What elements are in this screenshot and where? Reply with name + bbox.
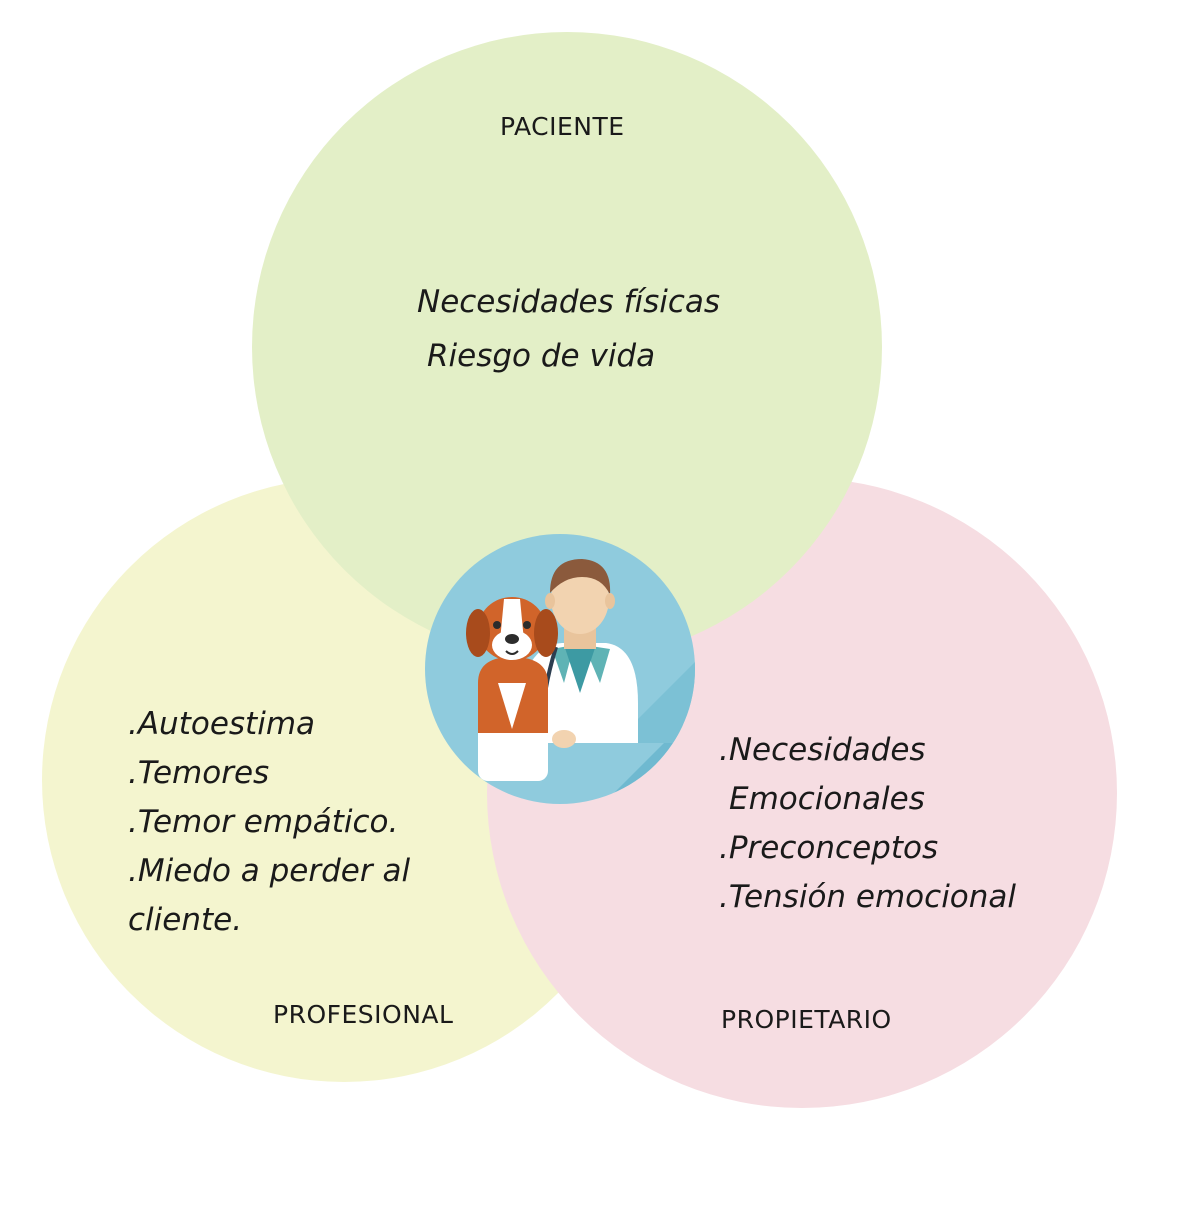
profesional-item: .Miedo a perder al (128, 853, 411, 889)
profesional-list: .Autoestima .Temores .Temor empático. .M… (128, 700, 410, 945)
veterinarian-with-dog-icon (425, 534, 695, 804)
paciente-list: Necesidades físicas Riesgo de vida (417, 275, 720, 383)
profesional-item: .Autoestima (128, 706, 316, 742)
profesional-label: PROFESIONAL (273, 1000, 454, 1029)
profesional-item: .Temor empático. (128, 804, 399, 840)
paciente-label: PACIENTE (500, 112, 625, 141)
propietario-item: .Necesidades (719, 732, 926, 768)
propietario-item: .Preconceptos (719, 830, 939, 866)
profesional-item: .Temores (128, 755, 270, 791)
paciente-item: Necesidades físicas (417, 284, 721, 320)
propietario-list: .Necesidades Emocionales .Preconceptos .… (719, 726, 1016, 922)
paciente-item: Riesgo de vida (427, 338, 656, 374)
propietario-label: PROPIETARIO (721, 1005, 892, 1034)
propietario-item: .Tensión emocional (719, 879, 1017, 915)
propietario-item: Emocionales (729, 781, 925, 817)
profesional-item: cliente. (128, 902, 243, 938)
